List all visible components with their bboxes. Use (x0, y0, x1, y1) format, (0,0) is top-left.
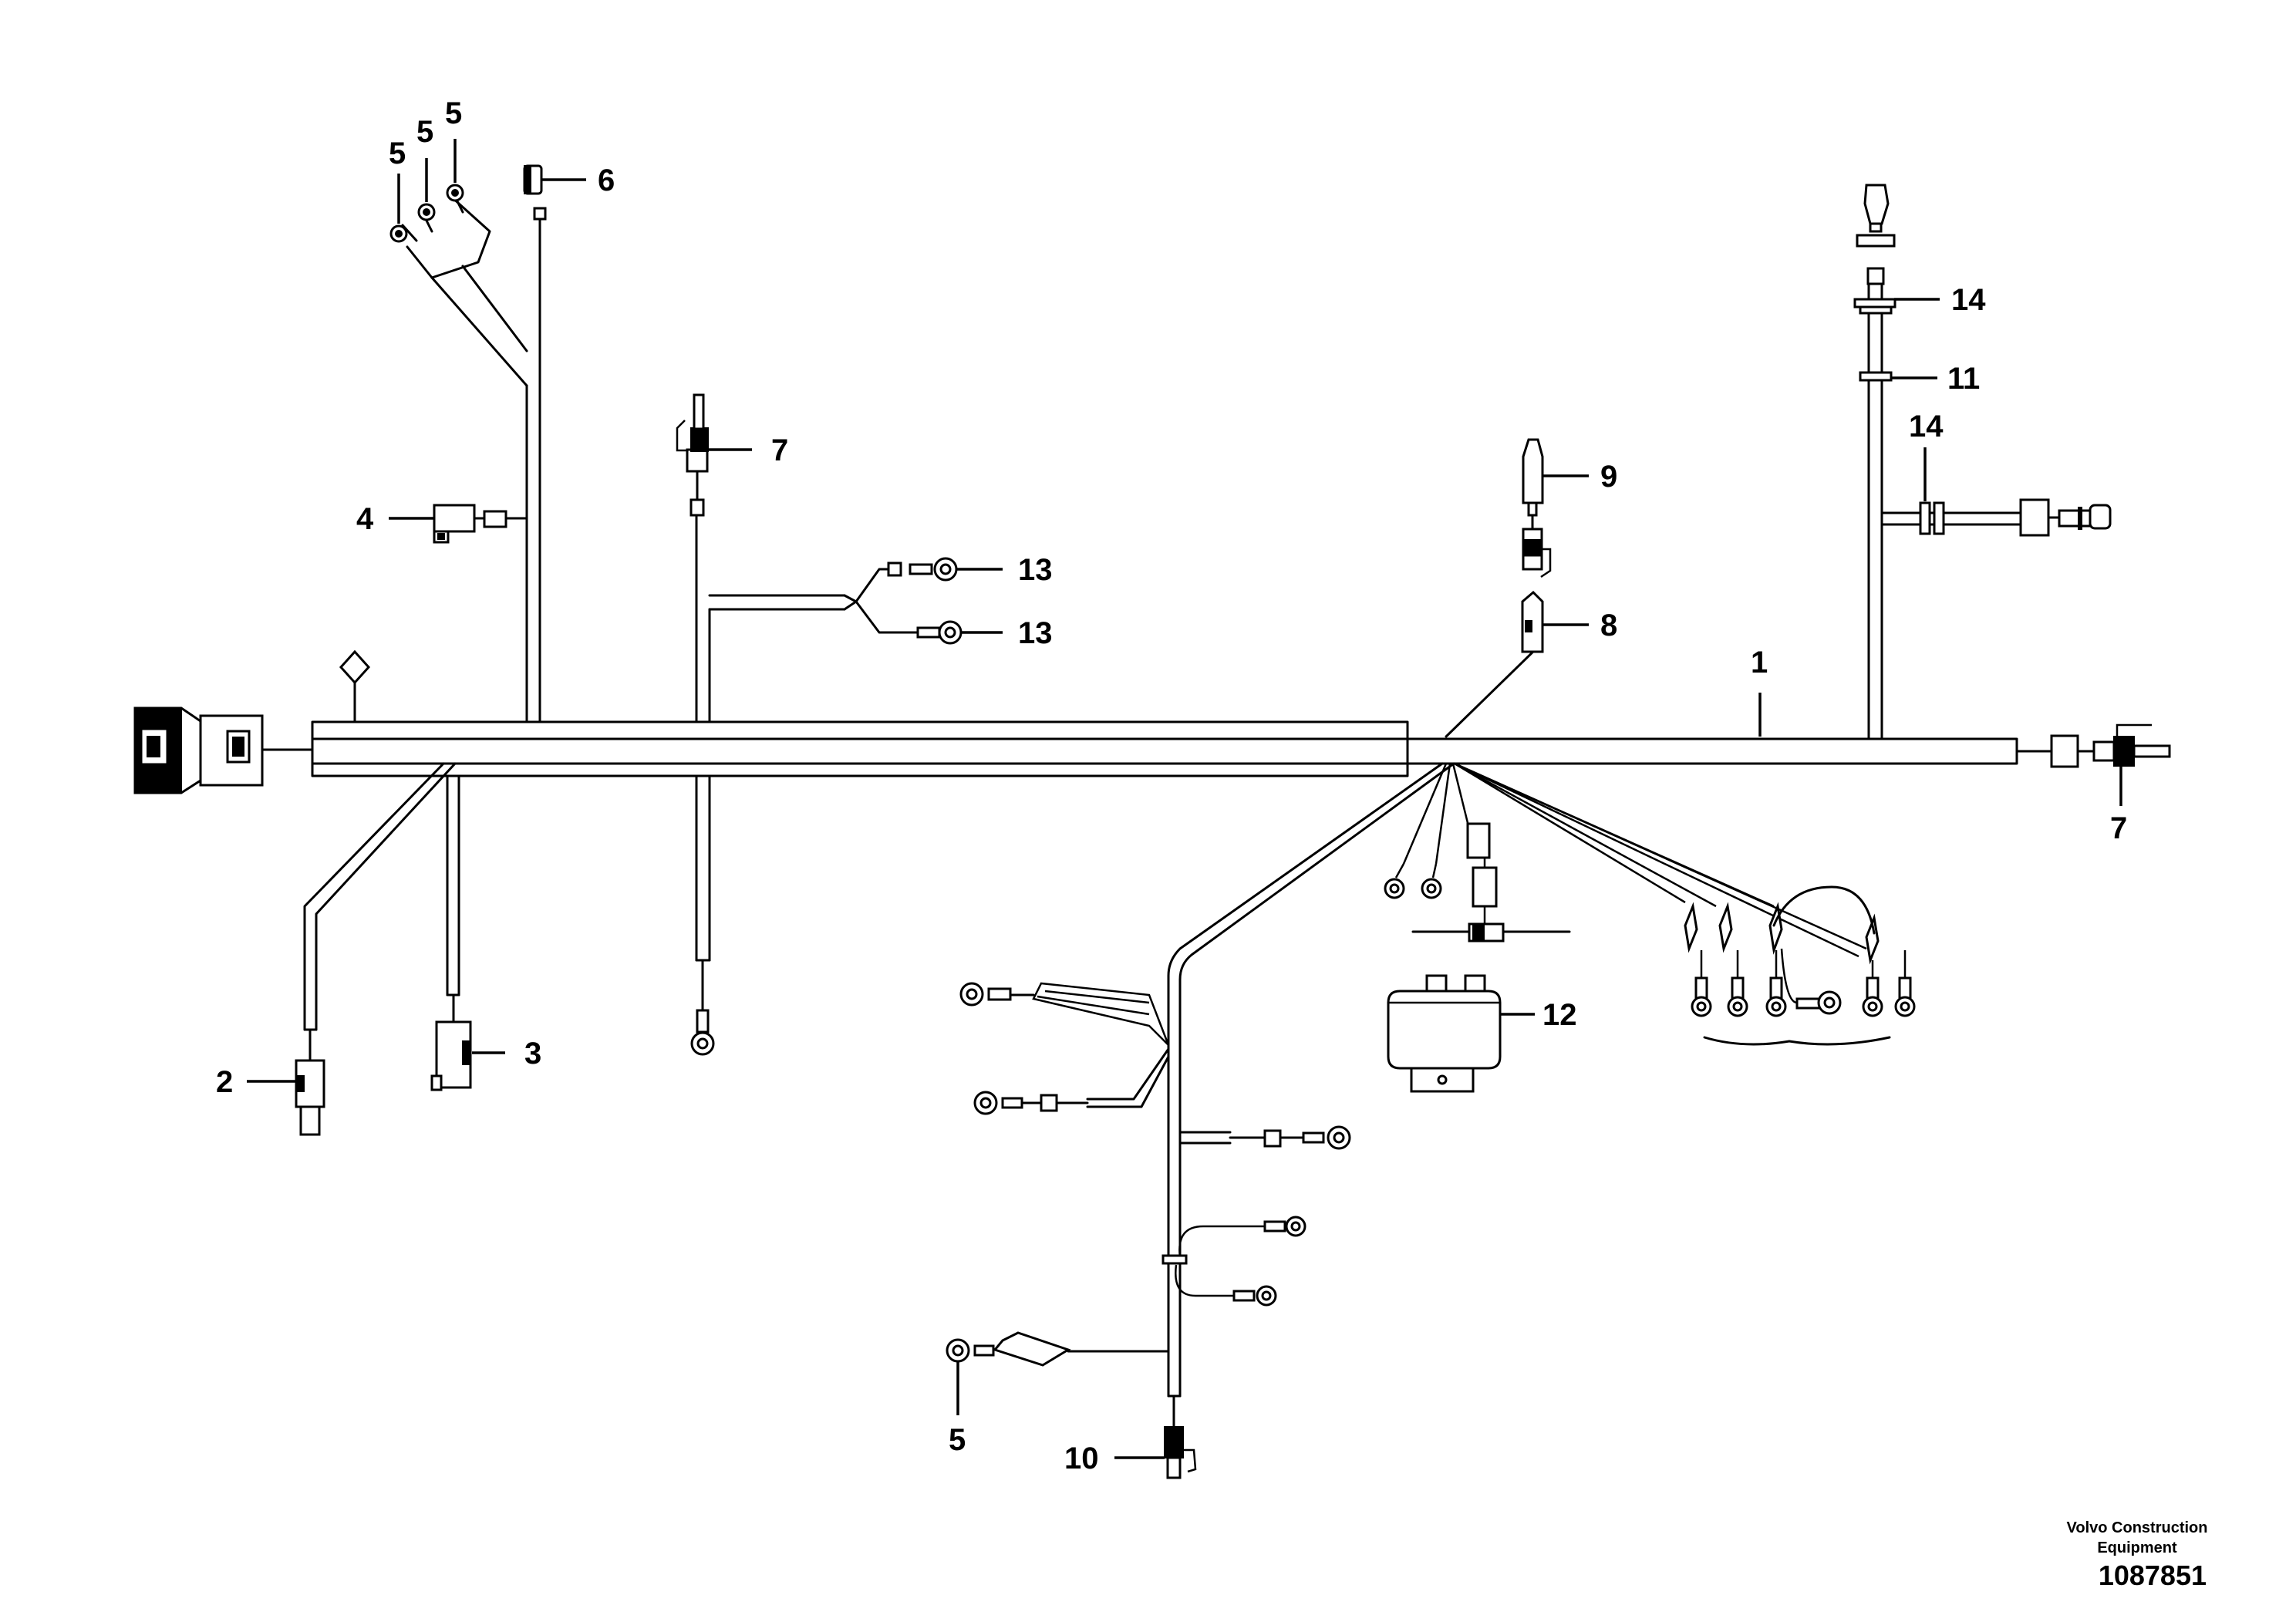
fanout-lower-right (1384, 762, 1916, 1093)
callout-2: 2 (216, 1065, 233, 1099)
branch-right (1853, 184, 2171, 768)
callout-5d: 5 (949, 1423, 966, 1457)
footer-drawing-number: 1087851 (2098, 1560, 2207, 1591)
branch-lower-center (946, 762, 1455, 1479)
main-harness-trunk (311, 645, 2018, 777)
callout-13b: 13 (1018, 616, 1053, 650)
callout-10: 10 (1064, 1442, 1099, 1475)
branch-items-8-9 (1521, 438, 1552, 653)
callout-3: 3 (524, 1037, 541, 1071)
callout-14a: 14 (1951, 283, 1986, 317)
callout-12: 12 (1542, 998, 1577, 1032)
diamond-marker (339, 649, 371, 723)
callout-5b: 5 (416, 115, 433, 149)
callout-5c: 5 (445, 96, 462, 130)
item-4-connector (433, 504, 528, 544)
callout-6: 6 (598, 164, 615, 197)
callout-labels: 1 2 3 4 5 5 5 5 6 7 7 8 9 10 11 12 13 13… (216, 96, 2127, 1475)
branch-center-top (676, 393, 963, 723)
callout-4: 4 (356, 502, 374, 536)
callout-1: 1 (1751, 646, 1768, 679)
callout-5a: 5 (389, 137, 406, 170)
branch-bottom-left (295, 762, 472, 1136)
item-10-connector (1164, 1426, 1197, 1479)
leader-lines (247, 139, 2122, 1459)
callout-7b: 7 (2110, 811, 2127, 845)
item-12-relay (1387, 974, 1502, 1093)
callout-8: 8 (1600, 609, 1617, 642)
callout-9: 9 (1600, 460, 1617, 494)
callout-14b: 14 (1909, 410, 1944, 443)
terminal-cluster (1691, 948, 1916, 1017)
main-connector-left (133, 706, 314, 794)
callout-13a: 13 (1018, 553, 1053, 587)
footer-company-name: Volvo Construction Equipment (2066, 1519, 2208, 1556)
callout-7a: 7 (771, 433, 788, 467)
callout-11: 11 (1947, 362, 1980, 396)
branch-top-left (389, 164, 547, 723)
branch-center-down (690, 774, 715, 1056)
